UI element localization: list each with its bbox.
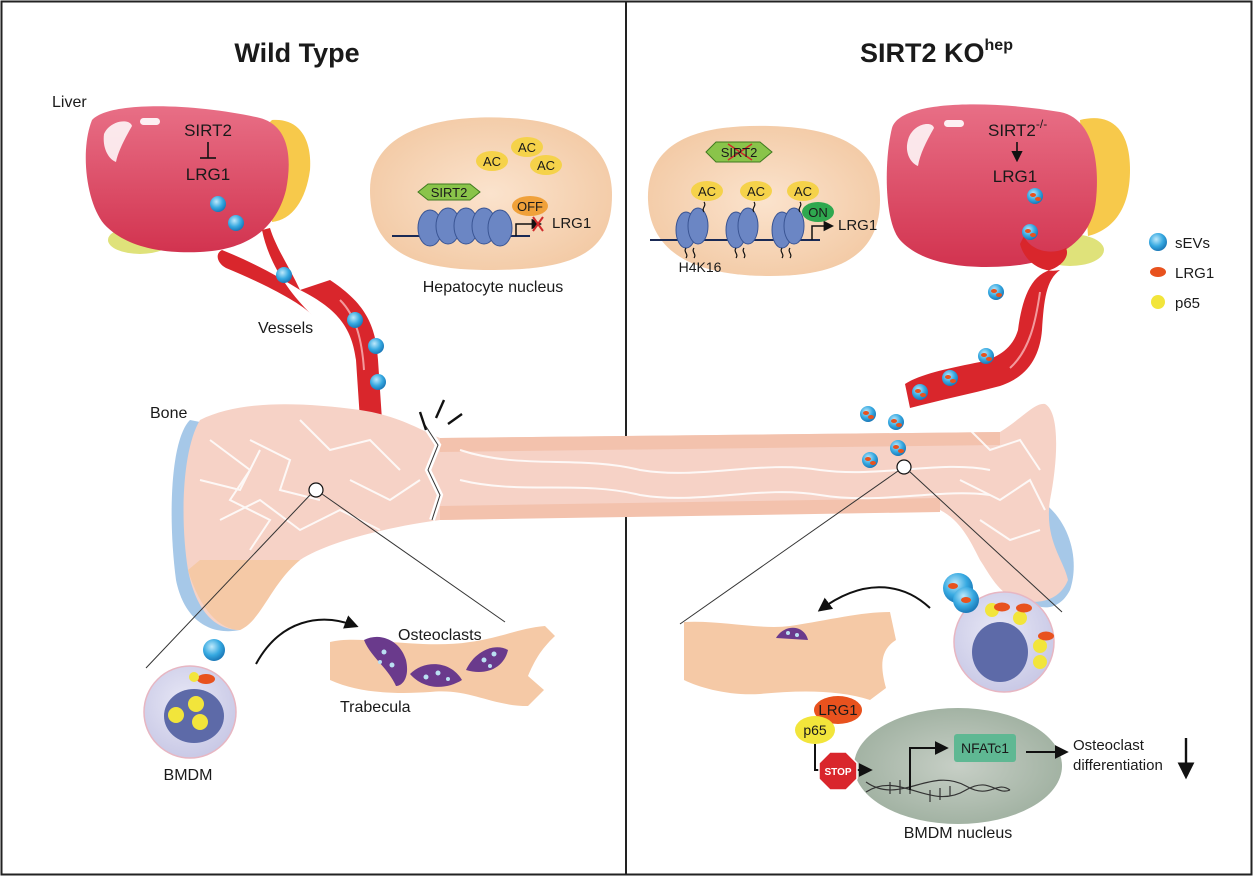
femur-bone (171, 403, 1074, 632)
lrg1-p65-complex (795, 696, 862, 744)
legend-p65-icon (1151, 295, 1165, 309)
wt-ac-label-1: AC (483, 154, 501, 169)
right-panel-title-superscript: hep (985, 37, 1014, 54)
ko-sevs (860, 188, 1043, 468)
legend (1149, 233, 1167, 309)
ko-nucleus-lrg1: LRG1 (838, 217, 877, 234)
ko-bmdm-cell (943, 573, 1055, 693)
wt-bmdm-label: BMDM (164, 767, 213, 784)
bone-label: Bone (150, 405, 187, 422)
wt-trabecula (330, 626, 555, 706)
wt-arrow-to-osteoclast (255, 615, 359, 665)
ko-ac-label-1: AC (698, 184, 716, 199)
wt-zoom-lines (145, 482, 506, 669)
trabecula-label: Trabecula (340, 699, 411, 716)
fracture (418, 399, 463, 521)
legend-p65-label: p65 (1175, 295, 1200, 312)
ko-liver-sirt2: SIRT2 (988, 121, 1036, 140)
ko-trabecula (684, 612, 896, 700)
osteoclast-diff-line2: differentiation (1073, 757, 1163, 774)
wt-bmdm-cell (143, 639, 237, 759)
wt-liver-lrg1: LRG1 (186, 165, 230, 184)
liver-label: Liver (52, 94, 87, 111)
osteoclasts-label: Osteoclasts (398, 627, 482, 644)
ko-ac-label-3: AC (794, 184, 812, 199)
svg-text:SIRT2-/-: SIRT2-/- (988, 117, 1047, 140)
ko-zoom-lines (679, 459, 1063, 625)
pathway-lrg1: LRG1 (818, 702, 857, 719)
ko-nucleus-sirt2: SIRT2 (721, 145, 758, 160)
legend-lrg1-label: LRG1 (1175, 265, 1214, 282)
bmdm-nucleus-label: BMDM nucleus (904, 825, 1012, 842)
stop-sign (818, 751, 858, 791)
ko-ac-label-2: AC (747, 184, 765, 199)
ko-on-label: ON (808, 205, 828, 220)
ko-liver (886, 104, 1130, 267)
wt-vessels (217, 228, 382, 420)
left-panel-title: Wild Type (234, 38, 359, 68)
ko-vessels (905, 236, 1068, 408)
svg-text:SIRT2 KOhep: SIRT2 KOhep (860, 37, 1013, 68)
wt-osteoclasts (364, 636, 508, 687)
legend-sevs-label: sEVs (1175, 235, 1210, 252)
h4k16-label: H4K16 (679, 259, 722, 275)
ko-arrow-to-trabecula (817, 586, 931, 612)
wt-ac-label-2: AC (518, 140, 536, 155)
pathway-p65: p65 (803, 722, 827, 738)
wt-nucleus-sirt2: SIRT2 (431, 185, 468, 200)
vessels-label: Vessels (258, 320, 313, 337)
inhibition-symbol (200, 142, 216, 159)
nfatc1-label: NFATc1 (961, 740, 1009, 756)
wt-ac-label-3: AC (537, 158, 555, 173)
wt-hepatocyte-nucleus (370, 117, 612, 271)
bmdm-nucleus (854, 708, 1062, 824)
hepatocyte-nucleus-label: Hepatocyte nucleus (423, 279, 564, 296)
stop-sign-label: STOP (824, 767, 851, 778)
legend-lrg1-icon (1150, 267, 1166, 277)
osteoclast-diff-line1: Osteoclast (1073, 737, 1145, 754)
wt-nucleus-lrg1: LRG1 (552, 215, 591, 232)
right-panel-title: SIRT2 KO (860, 38, 985, 68)
legend-sevs-icon (1149, 233, 1167, 251)
ko-liver-lrg1: LRG1 (993, 167, 1037, 186)
wt-off-label: OFF (517, 199, 543, 214)
wt-liver-sirt2: SIRT2 (184, 121, 232, 140)
ko-hepatocyte-nucleus (647, 125, 880, 276)
ko-liver-sirt2-superscript: -/- (1036, 117, 1047, 131)
